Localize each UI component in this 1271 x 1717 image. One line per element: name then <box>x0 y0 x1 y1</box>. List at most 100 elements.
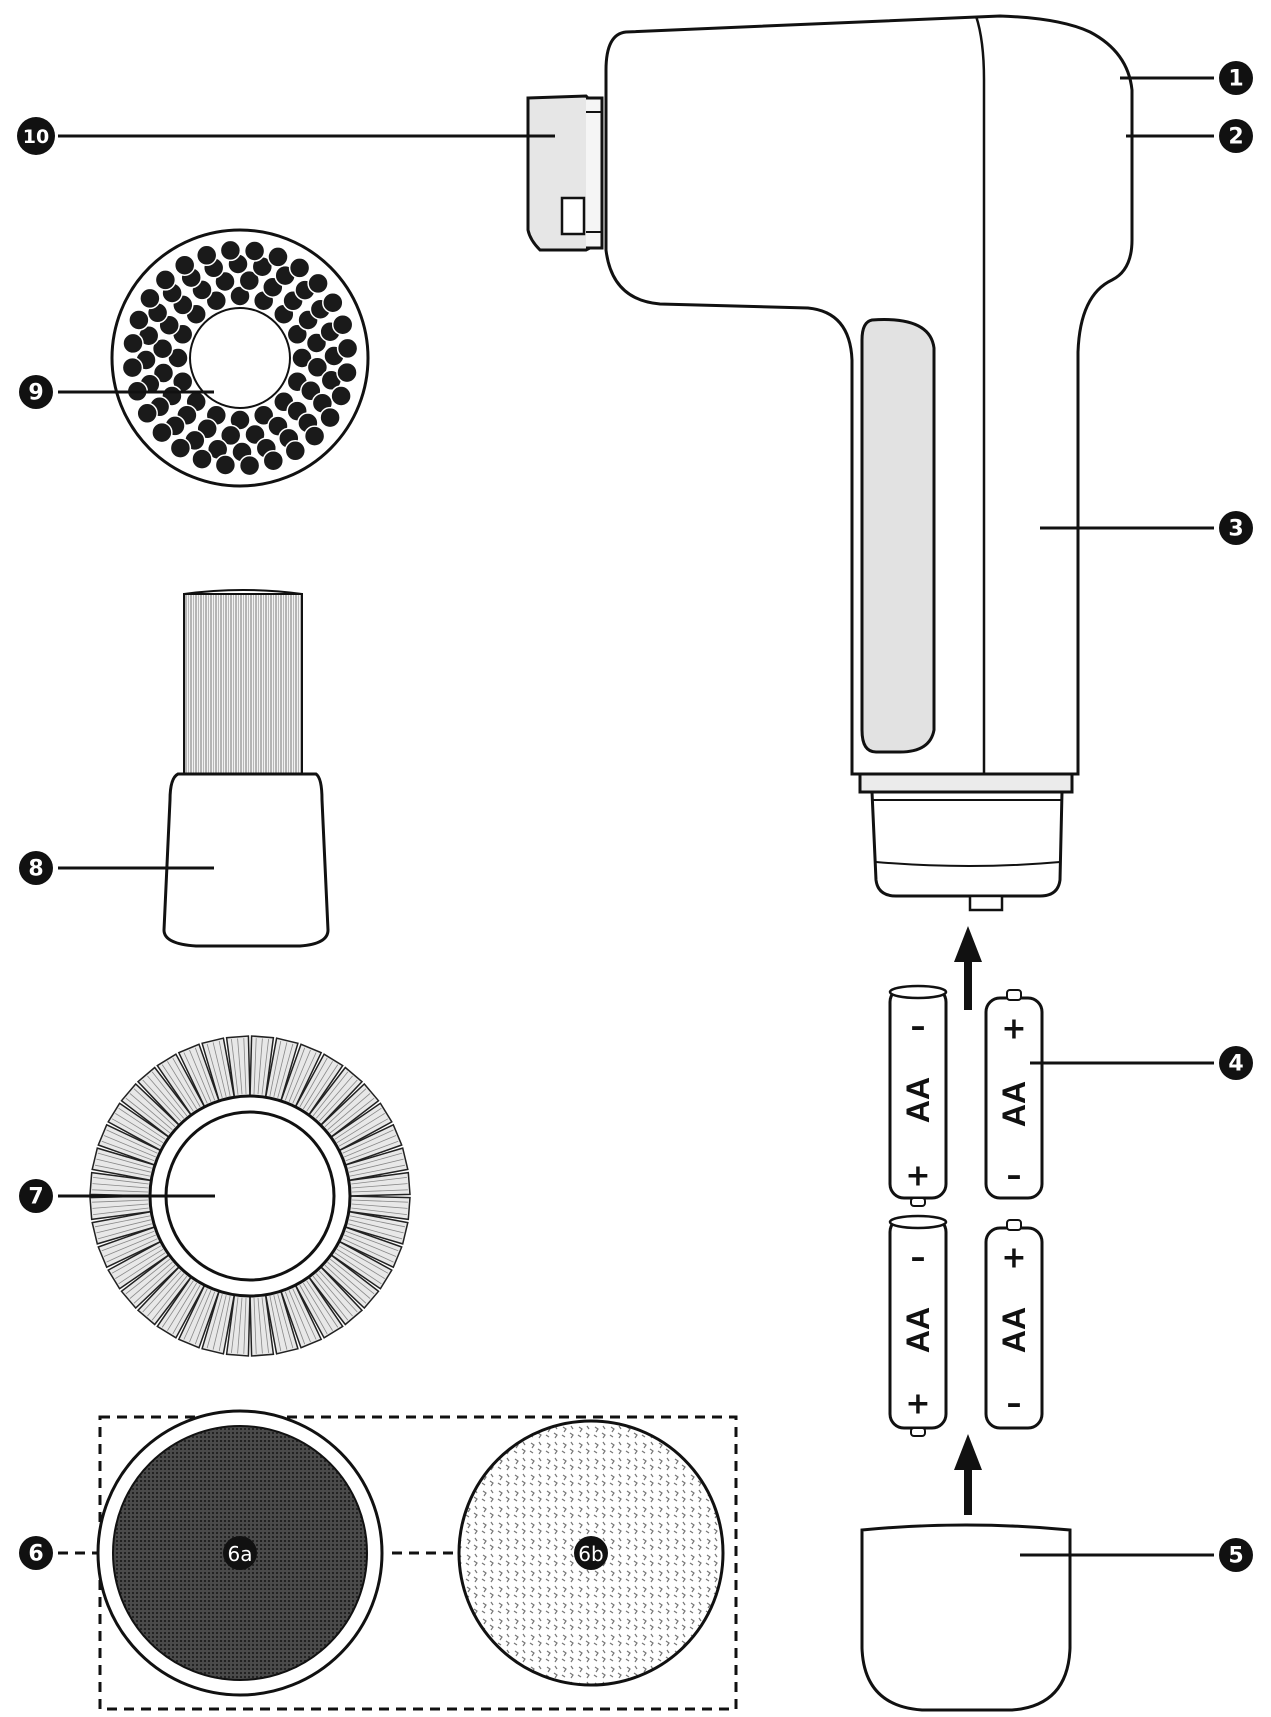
bristle-strand <box>253 1038 257 1095</box>
pad-6b: 6b <box>457 1419 725 1687</box>
bristle-strand <box>142 1270 182 1313</box>
bristle-strand <box>133 1088 176 1128</box>
bristle-strand <box>351 1203 408 1209</box>
bristle-strand <box>306 1064 339 1112</box>
bristle-strand <box>292 1288 317 1340</box>
callout-6: 6 <box>19 1536 53 1570</box>
callout-7-label: 7 <box>28 1185 43 1210</box>
bristle-dot <box>286 323 309 346</box>
battery-compartment <box>870 790 1064 898</box>
bristle-strand <box>194 1047 216 1101</box>
grip-pad <box>860 318 936 754</box>
battery-plus-label: + <box>905 1159 930 1194</box>
bristle-strand <box>351 1183 408 1189</box>
bristle-strand <box>324 1264 367 1304</box>
bristle-strand <box>351 1207 407 1215</box>
bristle-strand <box>189 1290 212 1343</box>
bristle-strand <box>312 1275 349 1321</box>
bristle-strand <box>103 1234 156 1257</box>
bristle-strand <box>147 1075 185 1119</box>
bristle-strand <box>318 1079 358 1122</box>
bristle-strand <box>345 1140 399 1162</box>
callout-4-label: 4 <box>1228 1052 1243 1077</box>
bristle-strand <box>261 1297 269 1353</box>
bristle-strand <box>329 1258 375 1295</box>
callout-2: 2 <box>1219 119 1253 153</box>
bristle-strand <box>101 1140 155 1162</box>
callout-9: 9 <box>19 375 53 409</box>
bristle-strand <box>342 1129 394 1154</box>
bristle-dot <box>151 337 174 360</box>
bristle-strand <box>351 1199 408 1203</box>
bristle-strand <box>106 1129 158 1154</box>
bristle-strand <box>327 1261 371 1299</box>
bristle-strand <box>349 1158 404 1173</box>
bristle-strand <box>345 1230 399 1252</box>
bristle-strand <box>111 1118 162 1147</box>
bristle-dot <box>154 269 177 291</box>
bristle-dot <box>303 425 326 447</box>
battery-minus-label: – <box>1007 1387 1022 1422</box>
bristle-dot <box>330 385 352 407</box>
bristle-strand <box>92 1203 149 1209</box>
bristle-strand <box>351 1189 408 1193</box>
callout-3-label: 3 <box>1228 517 1243 542</box>
bristle-strand <box>257 1297 263 1354</box>
callout-1: 1 <box>1219 61 1253 95</box>
callout-10: 10 <box>17 117 55 155</box>
battery-set: – AA + + AA – – AA + + AA – <box>888 984 1044 1437</box>
callout-1-label: 1 <box>1228 67 1243 92</box>
bristle-strand <box>125 1097 171 1134</box>
bristle-dot <box>128 309 150 331</box>
bristle-dot <box>331 313 354 336</box>
callout-8-label: 8 <box>28 857 43 882</box>
bristle-dot <box>229 285 251 307</box>
bristle-strand <box>129 1093 173 1131</box>
bristle-dot <box>238 269 261 292</box>
bristle-dot <box>238 454 261 477</box>
bristle-strand <box>334 1107 382 1140</box>
bristle-strand <box>183 1288 208 1340</box>
bristle-dot <box>139 287 161 310</box>
battery-minus-label: – <box>911 1010 926 1045</box>
bristle-dot <box>252 404 275 427</box>
bristle-strand <box>344 1234 397 1257</box>
bristle-dot <box>336 361 358 384</box>
bristle-dot <box>267 246 289 268</box>
bristle-strand <box>218 1295 231 1352</box>
callout-8: 8 <box>19 851 53 885</box>
battery-cover <box>860 1523 1072 1712</box>
bristle-strand <box>348 1223 403 1240</box>
bristle-strand <box>96 1219 151 1234</box>
bristle-strand <box>172 1057 201 1108</box>
bristle-dot <box>169 437 192 459</box>
bristle-strand <box>336 1248 385 1279</box>
bristle-strand <box>253 1297 257 1354</box>
bristle-strand <box>147 1273 185 1317</box>
bristle-strand <box>277 1043 294 1098</box>
bristle-strand <box>231 1039 239 1095</box>
bristle-strand <box>327 1093 371 1131</box>
bristle-strand <box>269 1040 282 1097</box>
bristle-dot <box>288 257 311 279</box>
bristle-dot <box>306 356 329 379</box>
bristle-strand <box>115 1113 164 1144</box>
bristle-dot <box>136 402 158 425</box>
bristle-strand <box>167 1282 198 1331</box>
bristle-strand <box>97 1223 152 1240</box>
bristle-strand <box>118 1107 166 1140</box>
bristle-strand <box>142 1079 182 1122</box>
bristle-strand <box>302 1061 333 1110</box>
bristle-dot <box>219 424 242 447</box>
bristle-strand <box>97 1152 152 1169</box>
bristle-strand <box>237 1297 243 1354</box>
bristle-strand <box>133 1264 176 1304</box>
bristle-strand <box>92 1189 149 1193</box>
battery-plus-label: + <box>1001 1012 1026 1047</box>
bristle-strand <box>183 1052 208 1104</box>
bristle-strand <box>273 1042 288 1097</box>
battery-minus-label: – <box>1007 1159 1022 1194</box>
callout-2-label: 2 <box>1228 125 1243 150</box>
bristle-strand <box>334 1252 382 1285</box>
bristle-strand <box>299 1057 328 1108</box>
